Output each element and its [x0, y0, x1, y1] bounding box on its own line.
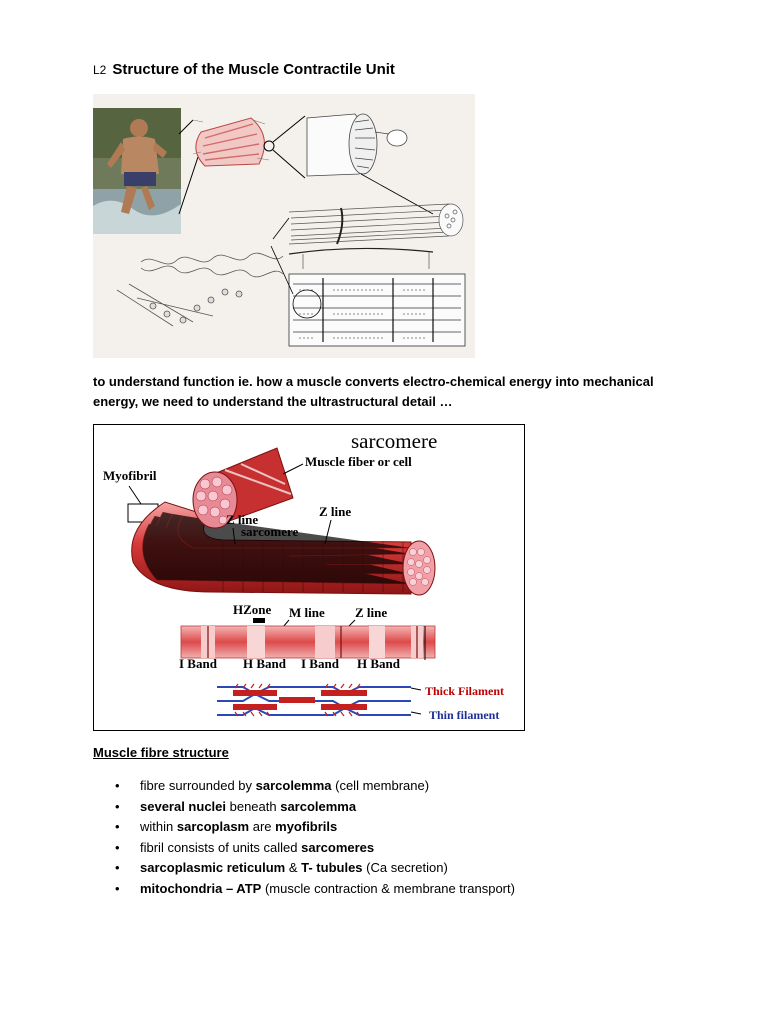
sarcomere-label: sarcomere [241, 524, 298, 539]
lecture-number: L2 [93, 63, 106, 77]
bullet-key-term: T- tubules [301, 860, 362, 875]
i-band-label-1: I Band [179, 656, 218, 671]
bullet-marker: • [115, 776, 120, 797]
bullet-text: fibre surrounded by [140, 778, 256, 793]
h-band-label-1: H Band [243, 656, 287, 671]
myofibril-label: Myofibril [103, 468, 157, 483]
muscle-hierarchy-figure [93, 94, 475, 358]
bullet-text: within [140, 819, 177, 834]
bullet-key-term: sarcomeres [301, 840, 374, 855]
h-zone-label: HZone [233, 602, 272, 617]
bullet-key-term: sarcolemma [280, 799, 356, 814]
muscle-fiber-label: Muscle fiber or cell [305, 454, 412, 469]
bullet-marker: • [115, 817, 120, 838]
bullet-marker: • [115, 879, 120, 900]
sarcomere-diagram: sarcomere Myofibril Muscle fiber or cell [93, 424, 525, 731]
m-line-label: M line [289, 605, 325, 620]
bullet-item: • fibril consists of units called sarcome… [113, 838, 515, 859]
bullet-key-term: sarcoplasmic reticulum [140, 860, 285, 875]
page-title: L2 Structure of the Muscle Contractile Un… [93, 61, 395, 78]
bullet-key-term: sarcoplasm [177, 819, 249, 834]
thick-filament-label: Thick Filament [425, 684, 504, 698]
sarcomere-title: sarcomere [351, 429, 437, 453]
bullet-key-term: several nuclei [140, 799, 226, 814]
bullet-key-term: mitochondria – ATP [140, 881, 261, 896]
bullet-text: (muscle contraction & membrane transport… [261, 881, 515, 896]
bullet-item: • sarcoplasmic reticulum & T- tubules (Ca… [113, 858, 515, 879]
bullet-marker: • [115, 838, 120, 859]
bullet-key-term: sarcolemma [256, 778, 332, 793]
h-zone-marker [253, 618, 265, 623]
bullet-list: • fibre surrounded by sarcolemma (cell me… [113, 776, 515, 899]
bullet-item: • fibre surrounded by sarcolemma (cell me… [113, 776, 515, 797]
i-band-label-2: I Band [301, 656, 340, 671]
bullet-marker: • [115, 797, 120, 818]
section-heading: Muscle fibre structure [93, 745, 229, 760]
z-line-right-label: Z line [319, 504, 351, 519]
bullet-text: (cell membrane) [332, 778, 430, 793]
bullet-text: beneath [226, 799, 280, 814]
bullet-item: • several nuclei beneath sarcolemma [113, 797, 515, 818]
z-line-band-label: Z line [355, 605, 387, 620]
bullet-key-term: myofibrils [275, 819, 337, 834]
bullet-text: (Ca secretion) [363, 860, 448, 875]
thin-filament-label: Thin filament [429, 708, 499, 722]
bullet-item: • mitochondria – ATP (muscle contraction … [113, 879, 515, 900]
h-band-label-2: H Band [357, 656, 401, 671]
sarcomere-band-drawing [289, 274, 465, 346]
title-text: Structure of the Muscle Contractile Unit [112, 61, 395, 78]
sarcomere-band-strip [181, 626, 435, 660]
intro-paragraph: to understand function ie. how a muscle … [93, 372, 693, 412]
bullet-text: fibril consists of units called [140, 840, 301, 855]
bullet-text: are [249, 819, 275, 834]
bullet-item: • within sarcoplasm are myofibrils [113, 817, 515, 838]
runner-photo [93, 108, 181, 234]
bullet-text: & [285, 860, 301, 875]
bullet-marker: • [115, 858, 120, 879]
